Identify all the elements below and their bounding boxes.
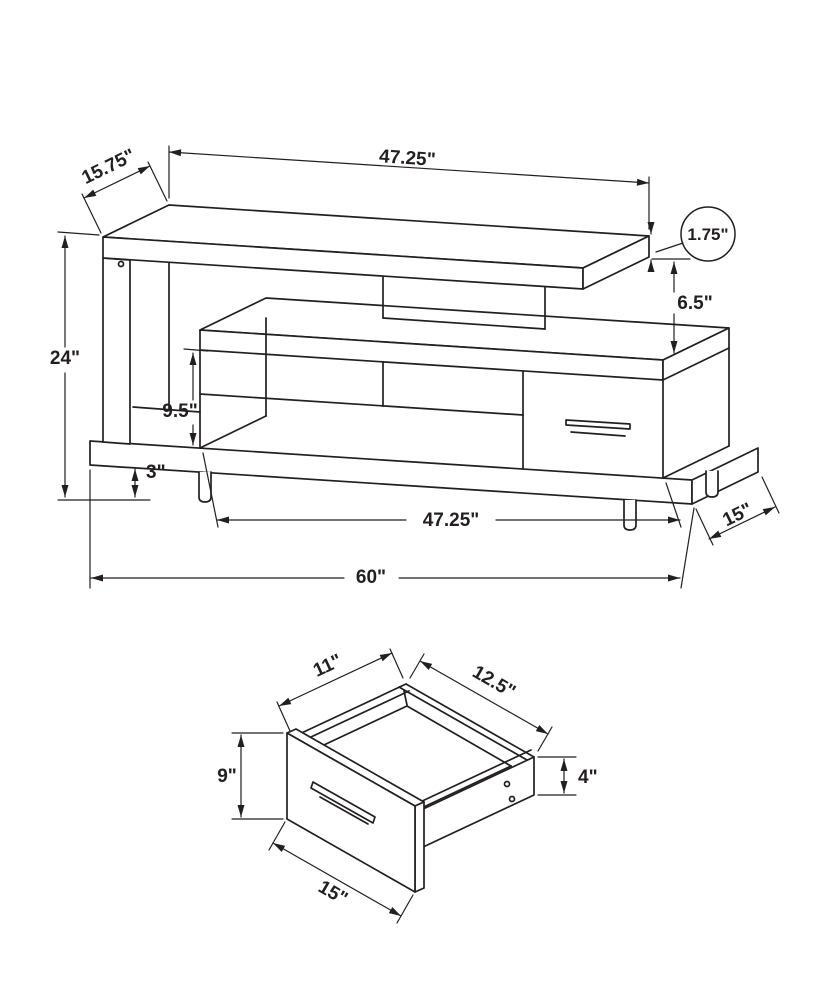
dim-overall-height-label: 24"	[50, 348, 80, 369]
lower-cabinet	[199, 297, 730, 479]
drawer-right-side	[420, 756, 535, 849]
screw-hole	[508, 795, 516, 803]
drawer-drawing	[286, 683, 535, 893]
dim-drawer-front-height-label: 9"	[217, 766, 237, 787]
drawer-handle	[310, 781, 376, 824]
drawer-handle	[565, 419, 631, 430]
cam-hole	[117, 260, 125, 268]
dim-top-depth	[81, 161, 168, 234]
dim-drawer-width-label: 12.5"	[469, 662, 519, 703]
dim-drawer-depth	[276, 648, 404, 732]
dim-overall-depth-label: 15"	[719, 499, 755, 531]
leg-front-right	[623, 499, 637, 531]
dim-drawer-width	[409, 653, 553, 752]
cabinet-drawer-front	[565, 419, 631, 437]
dim-opening-height-label: 9.5"	[162, 401, 197, 422]
dim-opening-height	[183, 348, 209, 446]
drawer-front-panel	[286, 728, 425, 893]
dim-shelf-gap	[651, 258, 691, 354]
leg-front-left	[198, 471, 212, 503]
dim-cabinet-width-label: 47.25"	[423, 510, 480, 531]
dim-overall-height	[57, 231, 151, 501]
dim-cabinet-width	[202, 452, 682, 528]
drawer-dimensions	[231, 648, 577, 924]
dim-leg-height-label: 3"	[146, 462, 166, 483]
dim-top-width	[168, 145, 650, 230]
upper-shelf	[102, 204, 650, 290]
dim-drawer-side-height	[537, 756, 577, 796]
dim-thickness	[647, 206, 736, 272]
dim-overall-depth	[695, 476, 780, 546]
dim-shelf-gap-label: 6.5"	[677, 293, 712, 314]
screw-hole	[503, 780, 511, 788]
dim-drawer-front-width	[268, 821, 414, 924]
leg-back-right	[705, 470, 719, 498]
dim-drawer-front-width-label: 15"	[314, 877, 351, 910]
dim-top-depth-label: 15.75"	[79, 145, 139, 189]
dim-overall-width	[89, 469, 695, 589]
tv-stand-dimensions	[57, 145, 780, 589]
support-panel	[382, 275, 546, 330]
tv-stand-drawing	[89, 204, 759, 531]
dim-thickness-label: 1.75"	[687, 225, 728, 244]
dim-overall-width-label: 60"	[356, 567, 386, 588]
dim-drawer-front-height	[231, 732, 284, 820]
dim-drawer-side-height-label: 4"	[578, 767, 598, 788]
dim-top-width-label: 47.25"	[378, 146, 436, 171]
